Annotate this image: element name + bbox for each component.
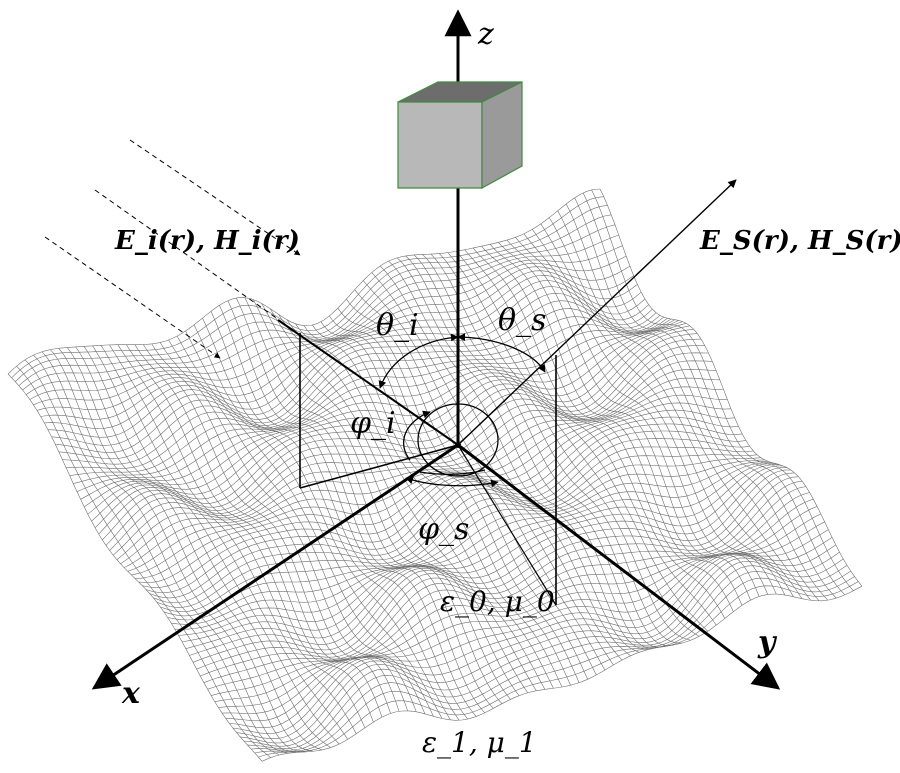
mesh-line bbox=[565, 203, 828, 601]
mesh-line bbox=[261, 303, 520, 696]
mesh-line bbox=[379, 265, 640, 653]
mesh-line bbox=[447, 252, 708, 632]
mesh-line bbox=[472, 247, 734, 612]
mesh-line bbox=[109, 344, 366, 728]
z-axis-label: z bbox=[477, 17, 494, 52]
mesh-line bbox=[50, 349, 305, 753]
mesh-line bbox=[574, 197, 837, 599]
mesh-line bbox=[33, 354, 288, 754]
mesh-line bbox=[481, 246, 743, 606]
mesh-line bbox=[244, 297, 503, 704]
mesh-line bbox=[261, 585, 863, 762]
angle-arcs bbox=[378, 333, 546, 488]
mesh-line bbox=[506, 239, 768, 595]
x-axis-label: x bbox=[121, 676, 141, 711]
mesh-line bbox=[439, 253, 700, 637]
mesh-line bbox=[185, 330, 443, 719]
mesh-line bbox=[227, 300, 486, 714]
mesh-line bbox=[210, 311, 468, 720]
mesh-line bbox=[159, 342, 417, 712]
lower-medium-label: ε_1, μ_1 bbox=[422, 726, 537, 759]
mesh-line bbox=[66, 347, 323, 751]
mesh-line bbox=[36, 265, 631, 411]
mesh-line bbox=[582, 192, 846, 596]
mesh-line bbox=[75, 346, 331, 748]
scattered-ray bbox=[457, 179, 737, 446]
scattered-field-label: E_S(r), H_S(r) bbox=[699, 226, 900, 256]
incident-ray bbox=[277, 319, 459, 446]
mesh-line bbox=[126, 344, 383, 718]
mesh-line bbox=[371, 272, 631, 657]
y-axis-label: y bbox=[757, 625, 778, 660]
origin-circle bbox=[417, 403, 499, 477]
mesh-line bbox=[151, 343, 408, 711]
mesh-line bbox=[143, 344, 400, 712]
mesh-line bbox=[599, 188, 863, 587]
mesh-line bbox=[557, 210, 820, 601]
mesh-line bbox=[229, 529, 829, 728]
phi-s-label: φ_s bbox=[418, 512, 469, 547]
mesh-line bbox=[236, 297, 494, 709]
x-axis bbox=[91, 443, 459, 690]
mesh-line bbox=[388, 260, 648, 650]
theta-i-arc bbox=[378, 333, 459, 389]
mesh-line bbox=[11, 196, 604, 379]
mesh-line bbox=[24, 359, 280, 756]
mesh-line bbox=[192, 469, 791, 663]
mesh-line bbox=[219, 305, 477, 717]
mesh-line bbox=[16, 365, 271, 758]
incident-field-label: E_i(r), H_i(r) bbox=[114, 226, 300, 256]
mesh-line bbox=[100, 345, 357, 734]
mesh-line bbox=[540, 223, 803, 599]
mesh-line bbox=[396, 257, 657, 649]
mesh-line bbox=[278, 314, 537, 691]
mesh-line bbox=[286, 319, 546, 690]
mesh-line bbox=[193, 324, 451, 721]
theta-i-label: θ_i bbox=[376, 308, 419, 343]
mesh-line bbox=[58, 348, 314, 752]
mesh-line bbox=[489, 244, 751, 601]
phi-i-arc bbox=[403, 410, 431, 461]
mesh-line bbox=[329, 315, 588, 680]
mesh-line bbox=[549, 217, 811, 601]
mesh-line bbox=[455, 251, 717, 626]
mesh-line bbox=[202, 317, 460, 721]
incident-rays bbox=[44, 139, 301, 359]
phi-s-arc bbox=[405, 476, 499, 488]
origin-point bbox=[455, 442, 461, 448]
theta-s-arc bbox=[457, 333, 546, 373]
mesh-line bbox=[523, 233, 786, 596]
mesh-line bbox=[269, 308, 528, 693]
mesh-line bbox=[176, 335, 434, 717]
mesh-line bbox=[464, 249, 726, 619]
mesh-line bbox=[112, 352, 709, 556]
mesh-line bbox=[295, 323, 554, 689]
mesh-line bbox=[515, 237, 777, 595]
mesh-line bbox=[258, 581, 859, 758]
theta-s-label: θ_s bbox=[498, 303, 546, 338]
mesh-line bbox=[117, 344, 374, 723]
upper-medium-label: ε_0, μ_0 bbox=[440, 585, 555, 618]
y-axis bbox=[457, 443, 781, 690]
incident-projection bbox=[299, 333, 459, 489]
mesh-line bbox=[591, 189, 854, 591]
mesh-line bbox=[532, 229, 794, 597]
mesh-line bbox=[405, 255, 665, 648]
mesh-line bbox=[320, 321, 580, 683]
mesh-line bbox=[422, 254, 683, 644]
mesh-line bbox=[253, 299, 511, 700]
mesh-line bbox=[498, 242, 760, 597]
mesh-line bbox=[83, 346, 340, 745]
sensor-cube bbox=[397, 81, 523, 190]
phi-i-label: φ_i bbox=[350, 406, 396, 441]
mesh-line bbox=[168, 339, 426, 714]
mesh-line bbox=[7, 373, 263, 762]
mesh-line bbox=[92, 345, 348, 740]
mesh-line bbox=[41, 351, 297, 753]
mesh-line bbox=[15, 205, 608, 382]
